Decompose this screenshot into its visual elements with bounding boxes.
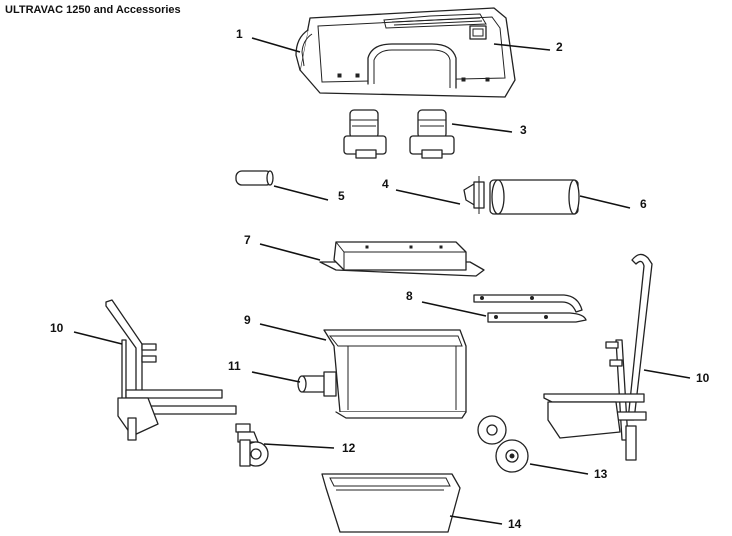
- inlet-fitting: [297, 371, 337, 397]
- callout-10-right: 10: [696, 371, 710, 385]
- leader-lines: [73, 37, 691, 525]
- callout-5: 5: [338, 189, 345, 203]
- filter-cartridge: [489, 179, 580, 215]
- frame-right: [543, 253, 653, 461]
- diagram-title: ULTRAVAC 1250 and Accessories: [5, 4, 181, 16]
- brace-bars: [473, 294, 587, 323]
- hose-cuff: [235, 170, 274, 186]
- rear-wheels: [477, 415, 529, 473]
- callout-2: 2: [556, 40, 563, 54]
- vacuum-motor: [409, 109, 455, 159]
- frame-left: [105, 299, 237, 441]
- callout-9: 9: [244, 313, 251, 327]
- callout-4: 4: [382, 177, 389, 191]
- callout-3: 3: [520, 123, 527, 137]
- callout-1: 1: [236, 27, 243, 41]
- callout-7: 7: [244, 233, 251, 247]
- callout-6: 6: [640, 197, 647, 211]
- access-panel: [469, 25, 487, 40]
- callout-13: 13: [594, 467, 608, 481]
- caster-wheel: [235, 423, 269, 467]
- filter-tray: [319, 241, 485, 277]
- float-cage: [463, 176, 485, 214]
- callout-14: 14: [508, 517, 522, 531]
- vacuum-motor: [343, 109, 387, 159]
- solution-tank: [321, 473, 461, 533]
- callout-8: 8: [406, 289, 413, 303]
- callout-12: 12: [342, 441, 356, 455]
- callout-11: 11: [228, 359, 241, 373]
- motor-head-housing: [295, 7, 516, 98]
- callout-10-left: 10: [50, 321, 64, 335]
- recovery-tank: [323, 329, 467, 419]
